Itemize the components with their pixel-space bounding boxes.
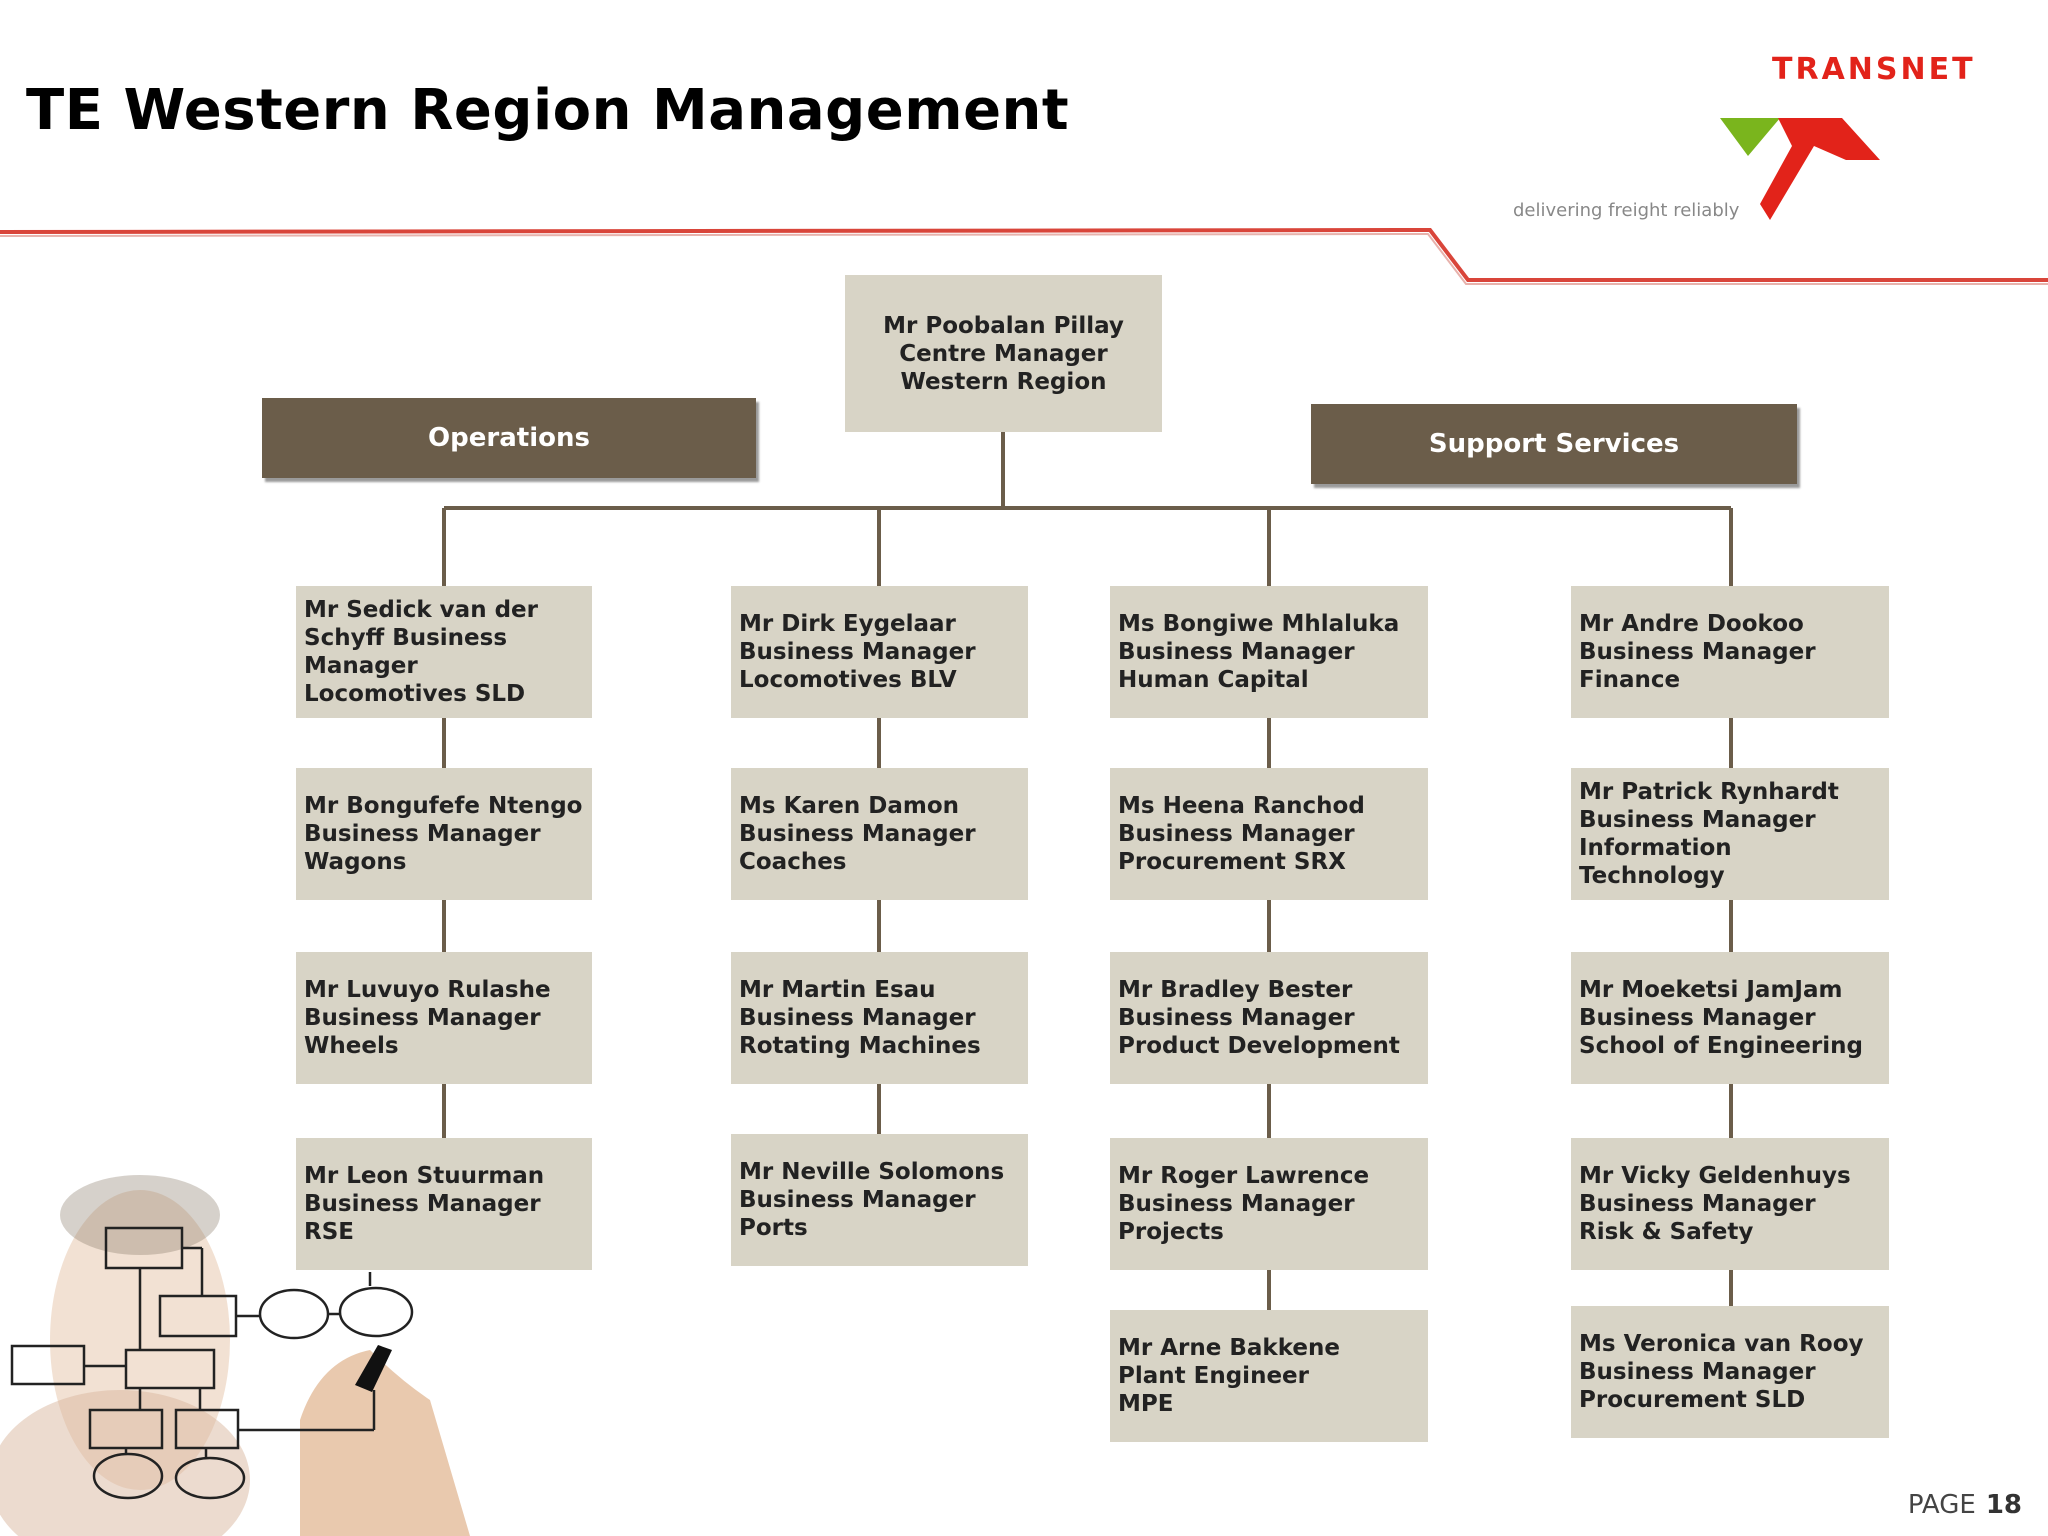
person-box: Ms Karen Damon Business Manager Coaches [731, 768, 1028, 900]
person-box: Mr Roger Lawrence Business Manager Proje… [1110, 1138, 1428, 1270]
person-name: Mr Moeketsi JamJam [1579, 977, 1843, 1003]
person-name: Mr Neville Solomons [739, 1159, 1005, 1185]
operations-group-header: Operations [262, 398, 756, 478]
person-unit: MPE [1118, 1391, 1174, 1417]
person-role: Business Manager [304, 821, 541, 847]
man-drawing-flowchart-illustration [0, 1175, 470, 1536]
person-unit: Wheels [304, 1033, 399, 1059]
person-name: Mr Vicky Geldenhuys [1579, 1163, 1851, 1189]
person-box: Mr Moeketsi JamJam Business Manager Scho… [1571, 952, 1889, 1084]
person-name: Mr Leon Stuurman [304, 1163, 545, 1189]
transnet-logo-icon [1720, 118, 1880, 220]
person-role: Business Manager [1118, 639, 1355, 665]
person-name: Mr Patrick Rynhardt [1579, 779, 1839, 805]
person-unit: Wagons [304, 849, 407, 875]
root-name: Mr Poobalan Pillay [883, 312, 1124, 339]
person-unit: Locomotives BLV [739, 667, 957, 693]
person-unit: Product Development [1118, 1033, 1400, 1059]
person-box: Mr Vicky Geldenhuys Business Manager Ris… [1571, 1138, 1889, 1270]
person-name: Ms Karen Damon [739, 793, 960, 819]
person-box: Mr Luvuyo Rulashe Business Manager Wheel… [296, 952, 592, 1084]
person-box: Ms Veronica van Rooy Business Manager Pr… [1571, 1306, 1889, 1438]
person-box: Mr Andre Dookoo Business Manager Finance [1571, 586, 1889, 718]
person-line: Manager [304, 653, 418, 679]
person-line: Schyff Business [304, 625, 508, 651]
person-unit: Coaches [739, 849, 847, 875]
person-name: Mr Bradley Bester [1118, 977, 1353, 1003]
person-unit: Procurement SLD [1579, 1387, 1806, 1413]
person-box: Mr Bongufefe Ntengo Business Manager Wag… [296, 768, 592, 900]
person-role: Business Manager [1579, 639, 1816, 665]
root-title: Centre Manager [899, 340, 1108, 367]
person-unit: Human Capital [1118, 667, 1309, 693]
root-manager-box: Mr Poobalan Pillay Centre Manager Wester… [845, 275, 1162, 432]
person-role: Business Manager [1579, 807, 1816, 833]
transnet-wordmark: TRANSNET [1772, 52, 1976, 87]
person-role: Business Manager [739, 821, 976, 847]
person-role: Business Manager [1579, 1191, 1816, 1217]
page-label: PAGE [1907, 1490, 1976, 1520]
person-name: Mr Luvuyo Rulashe [304, 977, 551, 1003]
person-box: Mr Martin Esau Business Manager Rotating… [731, 952, 1028, 1084]
root-region: Western Region [900, 368, 1107, 395]
person-box: Mr Leon Stuurman Business Manager RSE [296, 1138, 592, 1270]
person-role: Business Manager [304, 1005, 541, 1031]
person-role: Business Manager [1118, 1005, 1355, 1031]
person-unit: Risk & Safety [1579, 1219, 1754, 1245]
person-box: Ms Heena Ranchod Business Manager Procur… [1110, 768, 1428, 900]
page-number: 18 [1985, 1490, 2022, 1520]
person-line: Mr Sedick van der [304, 597, 538, 623]
person-name: Mr Martin Esau [739, 977, 936, 1003]
person-unit: Rotating Machines [739, 1033, 981, 1059]
person-box: Ms Bongiwe Mhlaluka Business Manager Hum… [1110, 586, 1428, 718]
person-name: Mr Andre Dookoo [1579, 611, 1804, 637]
person-name: Mr Bongufefe Ntengo [304, 793, 583, 819]
person-name: Ms Bongiwe Mhlaluka [1118, 611, 1400, 637]
person-role: Business Manager [739, 639, 976, 665]
person-unit: Finance [1579, 667, 1681, 693]
support-services-label: Support Services [1428, 429, 1680, 459]
operations-label: Operations [428, 423, 590, 453]
org-connectors [442, 432, 1733, 1310]
person-box: Mr Patrick Rynhardt Business Manager Inf… [1571, 768, 1889, 900]
person-name: Mr Roger Lawrence [1118, 1163, 1370, 1189]
page-title: TE Western Region Management [26, 78, 1070, 143]
logo-tagline: delivering freight reliably [1513, 200, 1740, 221]
person-box: Mr Arne Bakkene Plant Engineer MPE [1110, 1310, 1428, 1442]
person-name: Ms Veronica van Rooy [1579, 1331, 1864, 1357]
person-role: Business Manager [739, 1187, 976, 1213]
person-box: Mr Neville Solomons Business Manager Por… [731, 1134, 1028, 1266]
page-number-footer: PAGE 18 [1908, 1490, 2022, 1520]
person-box: Mr Sedick van der Schyff Business Manage… [296, 586, 592, 718]
person-role: Business Manager [1579, 1359, 1816, 1385]
person-name: Ms Heena Ranchod [1118, 793, 1365, 819]
header-accent-line [0, 227, 2048, 282]
person-role: Business Manager [1118, 1191, 1355, 1217]
header-accent-shadow [0, 232, 2048, 285]
person-role: Business Manager [739, 1005, 976, 1031]
person-unit: Projects [1118, 1219, 1224, 1245]
support-services-group-header: Support Services [1311, 404, 1797, 484]
person-name: Mr Dirk Eygelaar [739, 611, 956, 637]
person-unit: RSE [304, 1219, 354, 1245]
person-unit: Information Technology [1579, 835, 1732, 889]
person-unit: School of Engineering [1579, 1033, 1863, 1059]
person-unit: Procurement SRX [1118, 849, 1346, 875]
person-role: Business Manager [1118, 821, 1355, 847]
person-line: Locomotives SLD [304, 681, 526, 707]
person-role: Business Manager [304, 1191, 541, 1217]
person-role: Business Manager [1579, 1005, 1816, 1031]
person-role: Plant Engineer [1118, 1363, 1309, 1389]
person-box: Mr Dirk Eygelaar Business Manager Locomo… [731, 586, 1028, 718]
person-unit: Ports [739, 1215, 808, 1241]
person-name: Mr Arne Bakkene [1118, 1335, 1340, 1361]
person-box: Mr Bradley Bester Business Manager Produ… [1110, 952, 1428, 1084]
